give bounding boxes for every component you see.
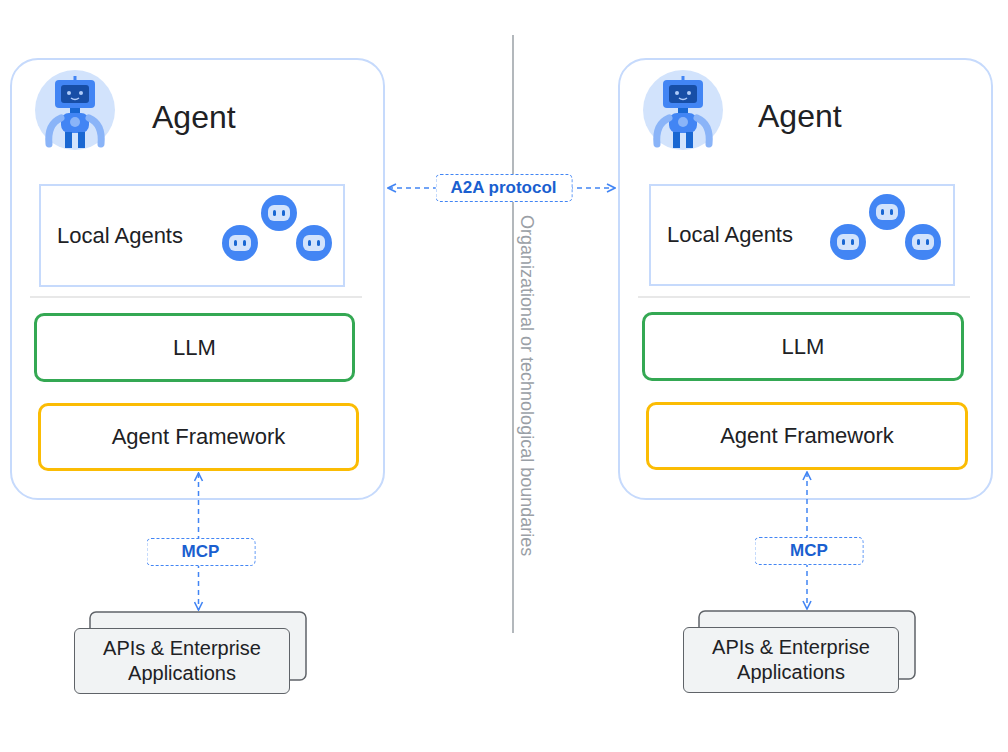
divider-line <box>30 296 362 298</box>
robot-icon <box>296 225 332 261</box>
llm-box: LLM <box>642 312 964 381</box>
robot-icon <box>261 195 297 231</box>
framework-box: Agent Framework <box>646 402 968 470</box>
local-agents-box: Local Agents <box>39 184 345 287</box>
protocol-label: MCP <box>146 538 255 566</box>
app-box: APIs & Enterprise Applications <box>683 627 899 693</box>
robot-icon <box>830 224 866 260</box>
local-agents-box: Local Agents <box>649 184 955 286</box>
box-label: Agent Framework <box>112 424 286 450</box>
box-label: Agent Framework <box>720 423 894 449</box>
box-label: APIs & Enterprise Applications <box>75 636 289 686</box>
robot-icon <box>905 224 941 260</box>
agent-box: AgentLocal AgentsLLM Agent Framework <box>10 58 385 500</box>
dashed-connector <box>806 472 808 609</box>
agent-box: AgentLocal AgentsLLM Agent Framework <box>618 58 993 500</box>
dashed-connector <box>198 473 200 610</box>
boundary-label: Organizational or technological boundari… <box>516 215 537 556</box>
box-label: Local Agents <box>57 223 183 249</box>
robot-icon <box>222 225 258 261</box>
llm-box: LLM <box>34 313 355 382</box>
robot-illustration <box>35 70 115 150</box>
box-label: LLM <box>173 335 216 361</box>
app-box: APIs & Enterprise Applications <box>74 628 290 694</box>
protocol-label: A2A protocol <box>435 174 572 202</box>
divider-line <box>638 296 970 298</box>
framework-box: Agent Framework <box>38 403 359 471</box>
robot-illustration <box>643 70 723 150</box>
robot-icon <box>869 194 905 230</box>
dashed-connector <box>388 187 615 189</box>
box-label: LLM <box>782 334 825 360</box>
boundary-line <box>512 35 514 633</box>
box-label: Local Agents <box>667 222 793 248</box>
box-label: APIs & Enterprise Applications <box>684 635 898 685</box>
protocol-label: MCP <box>755 537 864 565</box>
agent-title: Agent <box>758 98 842 135</box>
agent-title: Agent <box>152 99 236 136</box>
